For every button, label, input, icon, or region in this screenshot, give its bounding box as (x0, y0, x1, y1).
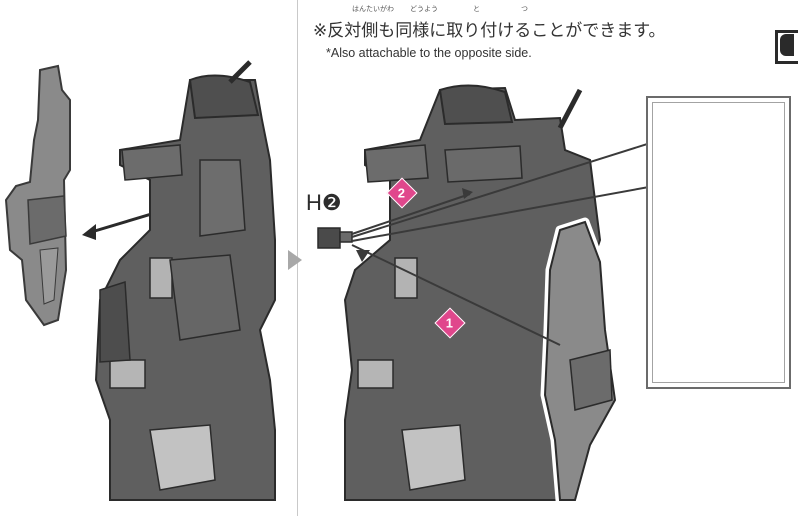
attachment-note-english: *Also attachable to the opposite side. (326, 46, 532, 60)
corner-tab-icon (775, 30, 798, 64)
attached-rifle-illustration (540, 217, 620, 505)
step-marker-1-label: 1 (446, 315, 454, 331)
assembly-lines (351, 139, 661, 346)
part-label-h2: H❷ (306, 190, 342, 215)
attachment-note-japanese: ※反対側も同様に取り付けることができます。 (313, 21, 666, 41)
ruby-douyou: どうよう (410, 5, 438, 13)
ruby-hantaigawa: はんたいがわ (352, 5, 394, 13)
ruby-to: と (473, 5, 480, 13)
panel-arrow-icon (288, 250, 302, 270)
closeup-inset-frame (646, 96, 791, 389)
corner-tab-glyph (780, 34, 794, 56)
ruby-tsu: つ (521, 5, 528, 13)
part-h2-illustration (317, 227, 353, 249)
step-marker-2-label: 2 (398, 185, 406, 201)
detached-rifle-illustration (4, 64, 71, 327)
closeup-inset-inner-frame (652, 102, 785, 383)
robot-left-illustration (94, 60, 276, 501)
